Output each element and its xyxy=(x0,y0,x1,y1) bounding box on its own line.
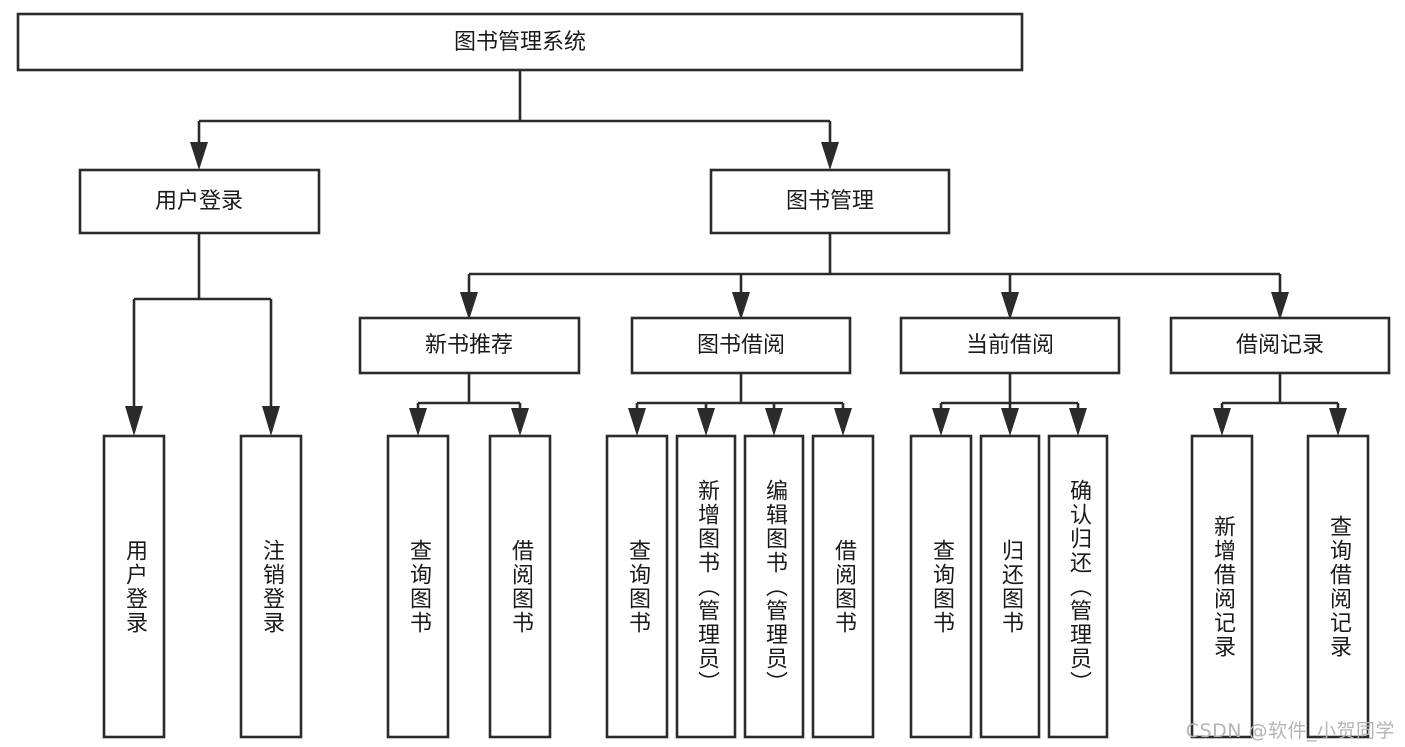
node-current-borrow-label: 当前借阅 xyxy=(966,333,1054,358)
node-current-borrow[interactable]: 当前借阅 xyxy=(899,316,1121,375)
node-book-manage-label: 图书管理 xyxy=(786,189,874,214)
edge-group-new-book-rec-to-leaves xyxy=(409,373,529,436)
node-leaf-query-book-rec-box[interactable] xyxy=(386,434,450,739)
node-book-manage[interactable]: 图书管理 xyxy=(709,168,951,235)
node-leaf-query-book-borrow[interactable] xyxy=(605,434,669,739)
node-book-borrow-box[interactable] xyxy=(630,316,852,375)
arrow-head-leaf-confirm-return xyxy=(1069,408,1087,436)
node-new-book-rec[interactable]: 新书推荐 xyxy=(358,316,581,375)
edge-group-root-to-level2 xyxy=(190,70,839,170)
arrow-head-borrow-record xyxy=(1271,292,1289,320)
edge-group-user-login-to-leaves xyxy=(125,233,280,436)
node-leaf-query-book-rec[interactable] xyxy=(386,434,450,739)
node-leaf-return-book[interactable] xyxy=(979,434,1041,739)
node-book-manage-box[interactable] xyxy=(709,168,951,235)
node-leaf-add-book-box[interactable] xyxy=(675,434,737,739)
node-book-borrow[interactable]: 图书借阅 xyxy=(630,316,852,375)
arrow-head-leaf-borrow-book xyxy=(834,408,852,436)
csdn-watermark: CSDN @软件_小贺同学 xyxy=(1185,720,1395,742)
arrow-head-leaf-logout xyxy=(262,406,280,436)
arrow-head-leaf-borrow-book-rec xyxy=(511,408,529,436)
node-leaf-query-record[interactable] xyxy=(1306,434,1370,739)
node-user-login[interactable]: 用户登录 xyxy=(78,168,321,235)
node-borrow-record-box[interactable] xyxy=(1169,316,1391,375)
arrow-head-leaf-add-record xyxy=(1213,408,1231,436)
node-leaf-add-book[interactable] xyxy=(675,434,737,739)
arrow-head-leaf-edit-book xyxy=(765,408,783,436)
node-leaf-confirm-return-box[interactable] xyxy=(1047,434,1109,739)
node-leaf-add-record-box[interactable] xyxy=(1190,434,1254,739)
node-leaf-borrow-book-rec[interactable] xyxy=(488,434,552,739)
arrow-head-new-book-rec xyxy=(460,292,478,320)
arrow-head-leaf-user-login xyxy=(125,406,143,436)
arrow-head-leaf-query-book-borrow xyxy=(628,408,646,436)
node-user-login-label: 用户登录 xyxy=(155,189,243,214)
node-borrow-record-label: 借阅记录 xyxy=(1236,333,1324,358)
edge-group-borrow-record-to-leaves xyxy=(1213,373,1347,436)
node-leaf-confirm-return[interactable] xyxy=(1047,434,1109,739)
node-leaf-borrow-book-box[interactable] xyxy=(811,434,875,739)
node-root-box[interactable] xyxy=(16,12,1024,72)
node-leaf-query-book-borrow-box[interactable] xyxy=(605,434,669,739)
node-new-book-rec-box[interactable] xyxy=(358,316,581,375)
node-root-label: 图书管理系统 xyxy=(454,30,586,55)
edge-group-book-borrow-to-leaves xyxy=(628,373,852,436)
node-leaf-user-login[interactable] xyxy=(102,434,166,739)
node-borrow-record[interactable]: 借阅记录 xyxy=(1169,316,1391,375)
arrow-head-leaf-return-book xyxy=(1001,408,1019,436)
node-user-login-box[interactable] xyxy=(78,168,321,235)
node-root[interactable]: 图书管理系统 xyxy=(16,12,1024,72)
arrow-head-book-manage xyxy=(821,142,839,170)
node-leaf-add-record[interactable] xyxy=(1190,434,1254,739)
node-leaf-edit-book-box[interactable] xyxy=(743,434,805,739)
node-new-book-rec-label: 新书推荐 xyxy=(425,333,513,358)
node-leaf-user-login-box[interactable] xyxy=(102,434,166,739)
node-leaf-query-book-current[interactable] xyxy=(909,434,973,739)
node-leaf-logout-box[interactable] xyxy=(239,434,303,739)
node-leaf-edit-book[interactable] xyxy=(743,434,805,739)
node-book-borrow-label: 图书借阅 xyxy=(697,333,785,358)
node-leaf-logout[interactable] xyxy=(239,434,303,739)
edge-group-current-borrow-to-leaves xyxy=(932,373,1087,436)
arrow-head-user-login xyxy=(190,142,208,170)
arrow-head-leaf-add-book xyxy=(697,408,715,436)
node-leaf-return-book-box[interactable] xyxy=(979,434,1041,739)
node-current-borrow-box[interactable] xyxy=(899,316,1121,375)
node-leaf-query-record-box[interactable] xyxy=(1306,434,1370,739)
arrow-head-book-borrow xyxy=(732,292,750,320)
arrow-head-leaf-query-book-current xyxy=(932,408,950,436)
node-leaf-query-book-current-box[interactable] xyxy=(909,434,973,739)
arrow-head-leaf-query-book-rec xyxy=(409,408,427,436)
edge-group-book-manage-to-level3 xyxy=(460,233,1289,320)
node-leaf-borrow-book[interactable] xyxy=(811,434,875,739)
arrow-head-current-borrow xyxy=(1001,292,1019,320)
node-leaf-borrow-book-rec-box[interactable] xyxy=(488,434,552,739)
arrow-head-leaf-query-record xyxy=(1329,408,1347,436)
